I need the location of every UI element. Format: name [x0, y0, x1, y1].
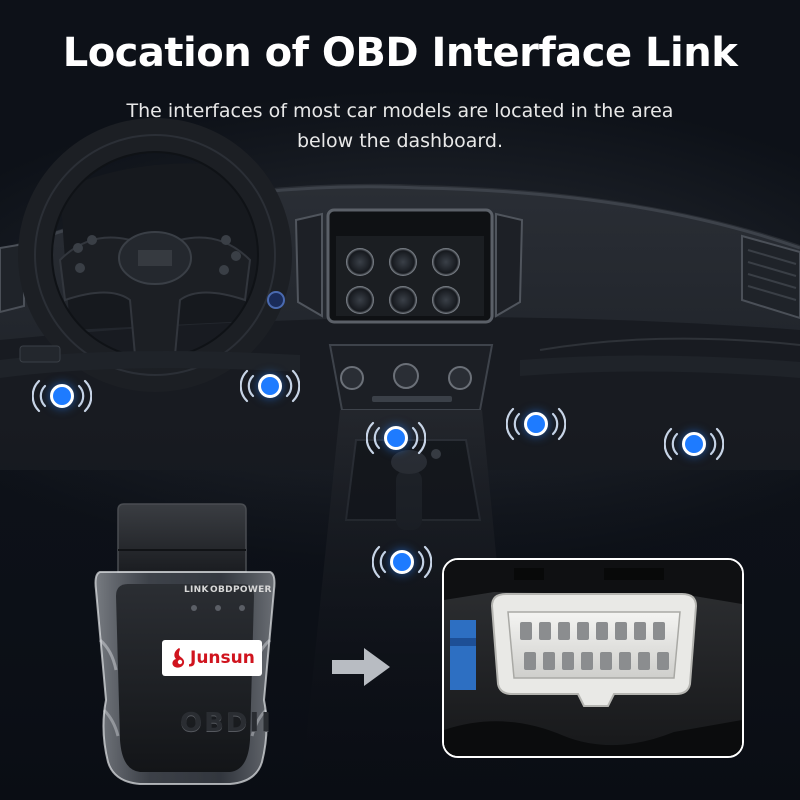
signal-marker-icon [506, 394, 566, 454]
signal-marker-icon [366, 408, 426, 468]
device-embossed-text: OBDII [180, 708, 273, 738]
obd-device-image [94, 503, 276, 785]
signal-marker-icon [664, 414, 724, 474]
junsun-logo-icon [172, 648, 185, 668]
signal-marker-icon [372, 532, 432, 592]
signal-marker-icon [240, 356, 300, 416]
led-label-link: LINK [184, 585, 209, 595]
arrow-right-icon [332, 648, 390, 686]
obd-port-photo [442, 558, 744, 758]
page-title: Location of OBD Interface Link [62, 30, 738, 76]
page-subtitle: The interfaces of most car models are lo… [126, 100, 674, 152]
led-label-obd: OBD [210, 585, 233, 595]
brand-name: Junsun [190, 648, 255, 668]
signal-marker-icon [32, 366, 92, 426]
led-label-power: POWER [233, 585, 272, 595]
